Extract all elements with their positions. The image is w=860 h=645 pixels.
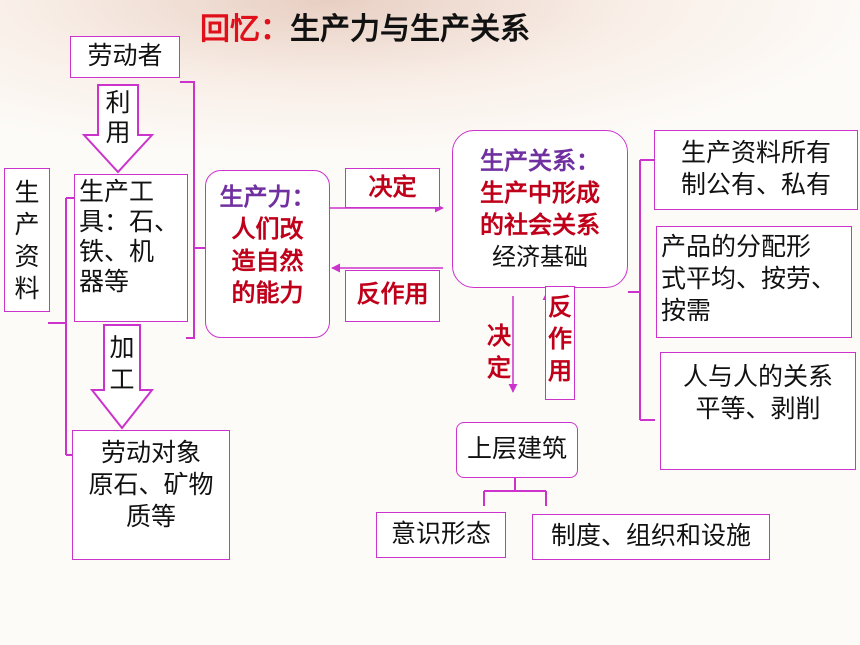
- decides-v-line1: 决: [487, 322, 511, 350]
- means-line1: 生: [14, 178, 40, 207]
- node-human-relations: 人与人的关系 平等、剥削: [660, 352, 856, 470]
- decides-h-label: 决定: [368, 173, 417, 201]
- node-superstructure: 上层建筑: [456, 422, 578, 478]
- object-line1: 劳动对象: [100, 438, 201, 467]
- node-institutions: 制度、组织和设施: [532, 514, 770, 560]
- use-line2: 用: [105, 118, 131, 147]
- node-labor-object: 劳动对象 原石、矿物 质等: [72, 430, 230, 560]
- process-arrow: [89, 324, 155, 430]
- process-label: 加 工: [104, 332, 140, 396]
- tools-line3: 铁、机: [79, 237, 155, 266]
- ideology-label: 意识形态: [390, 519, 491, 548]
- node-reacts-vertical: 反 作 用: [545, 286, 575, 400]
- reacts-v-line3: 用: [548, 357, 572, 385]
- decides-v-line2: 定: [487, 354, 511, 382]
- page-title: 回忆：生产力与生产关系: [200, 4, 530, 48]
- title-main: 生产力与生产关系: [290, 12, 530, 47]
- node-means-of-production: 生 产 资 料: [4, 168, 50, 312]
- node-decides-horizontal: 决定: [345, 168, 440, 208]
- node-distribution: 产品的分配形 式平均、按劳、 按需: [656, 226, 852, 338]
- distribution-line3: 按需: [661, 296, 712, 325]
- relations-label: 生产关系：: [480, 147, 600, 175]
- relations-line2: 的社会关系: [480, 211, 600, 239]
- use-line1: 利: [105, 88, 131, 117]
- object-line2: 原石、矿物: [88, 470, 214, 499]
- node-relations-of-production: 生产关系： 生产中形成 的社会关系 经济基础: [452, 130, 628, 288]
- process-line1: 加: [109, 333, 135, 362]
- reacts-v-line2: 作: [548, 325, 572, 353]
- means-line4: 料: [14, 274, 40, 303]
- process-line2: 工: [109, 365, 135, 394]
- relations-bracket: [628, 159, 655, 421]
- means-bracket: [48, 197, 76, 456]
- node-decides-vertical: 决 定: [483, 316, 515, 400]
- use-arrow: [81, 84, 155, 174]
- tools-line4: 器等: [79, 267, 130, 296]
- node-reacts-horizontal: 反作用: [345, 270, 440, 322]
- reacts-v-line1: 反: [548, 293, 572, 321]
- means-line3: 资: [14, 242, 40, 271]
- distribution-line1: 产品的分配形: [661, 232, 812, 261]
- reacts-h-label: 反作用: [356, 280, 429, 308]
- superstructure-bracket: [483, 478, 547, 506]
- use-label: 利 用: [98, 88, 138, 148]
- relations-line3: 经济基础: [492, 243, 588, 271]
- object-line3: 质等: [125, 502, 176, 531]
- force-bracket: [180, 81, 205, 339]
- means-line2: 产: [14, 210, 40, 239]
- institutions-label: 制度、组织和设施: [550, 521, 751, 550]
- distribution-line2: 式平均、按劳、: [661, 264, 837, 293]
- node-ownership: 生产资料所有 制公有、私有: [654, 130, 858, 210]
- productive-force-line3: 的能力: [231, 279, 304, 307]
- productive-force-label: 生产力：: [219, 183, 316, 211]
- productive-force-line2: 造自然: [231, 247, 304, 275]
- node-productive-force: 生产力： 人们改 造自然 的能力: [205, 170, 330, 338]
- relations-line1: 生产中形成: [480, 179, 600, 207]
- tools-line2: 具：石、: [79, 207, 180, 236]
- productive-force-line1: 人们改: [231, 215, 304, 243]
- human-line2: 平等、剥削: [695, 394, 821, 423]
- title-prefix: 回忆：: [200, 12, 290, 47]
- human-line1: 人与人的关系: [682, 362, 833, 391]
- node-tools: 生产工 具：石、 铁、机 器等: [74, 174, 188, 322]
- node-laborer: 劳动者: [70, 36, 180, 78]
- laborer-label: 劳动者: [87, 41, 163, 70]
- superstructure-label: 上层建筑: [466, 434, 567, 463]
- tools-line1: 生产工: [79, 177, 155, 206]
- ownership-line2: 制公有、私有: [680, 170, 831, 199]
- ownership-line1: 生产资料所有: [680, 138, 831, 167]
- node-ideology: 意识形态: [376, 512, 506, 558]
